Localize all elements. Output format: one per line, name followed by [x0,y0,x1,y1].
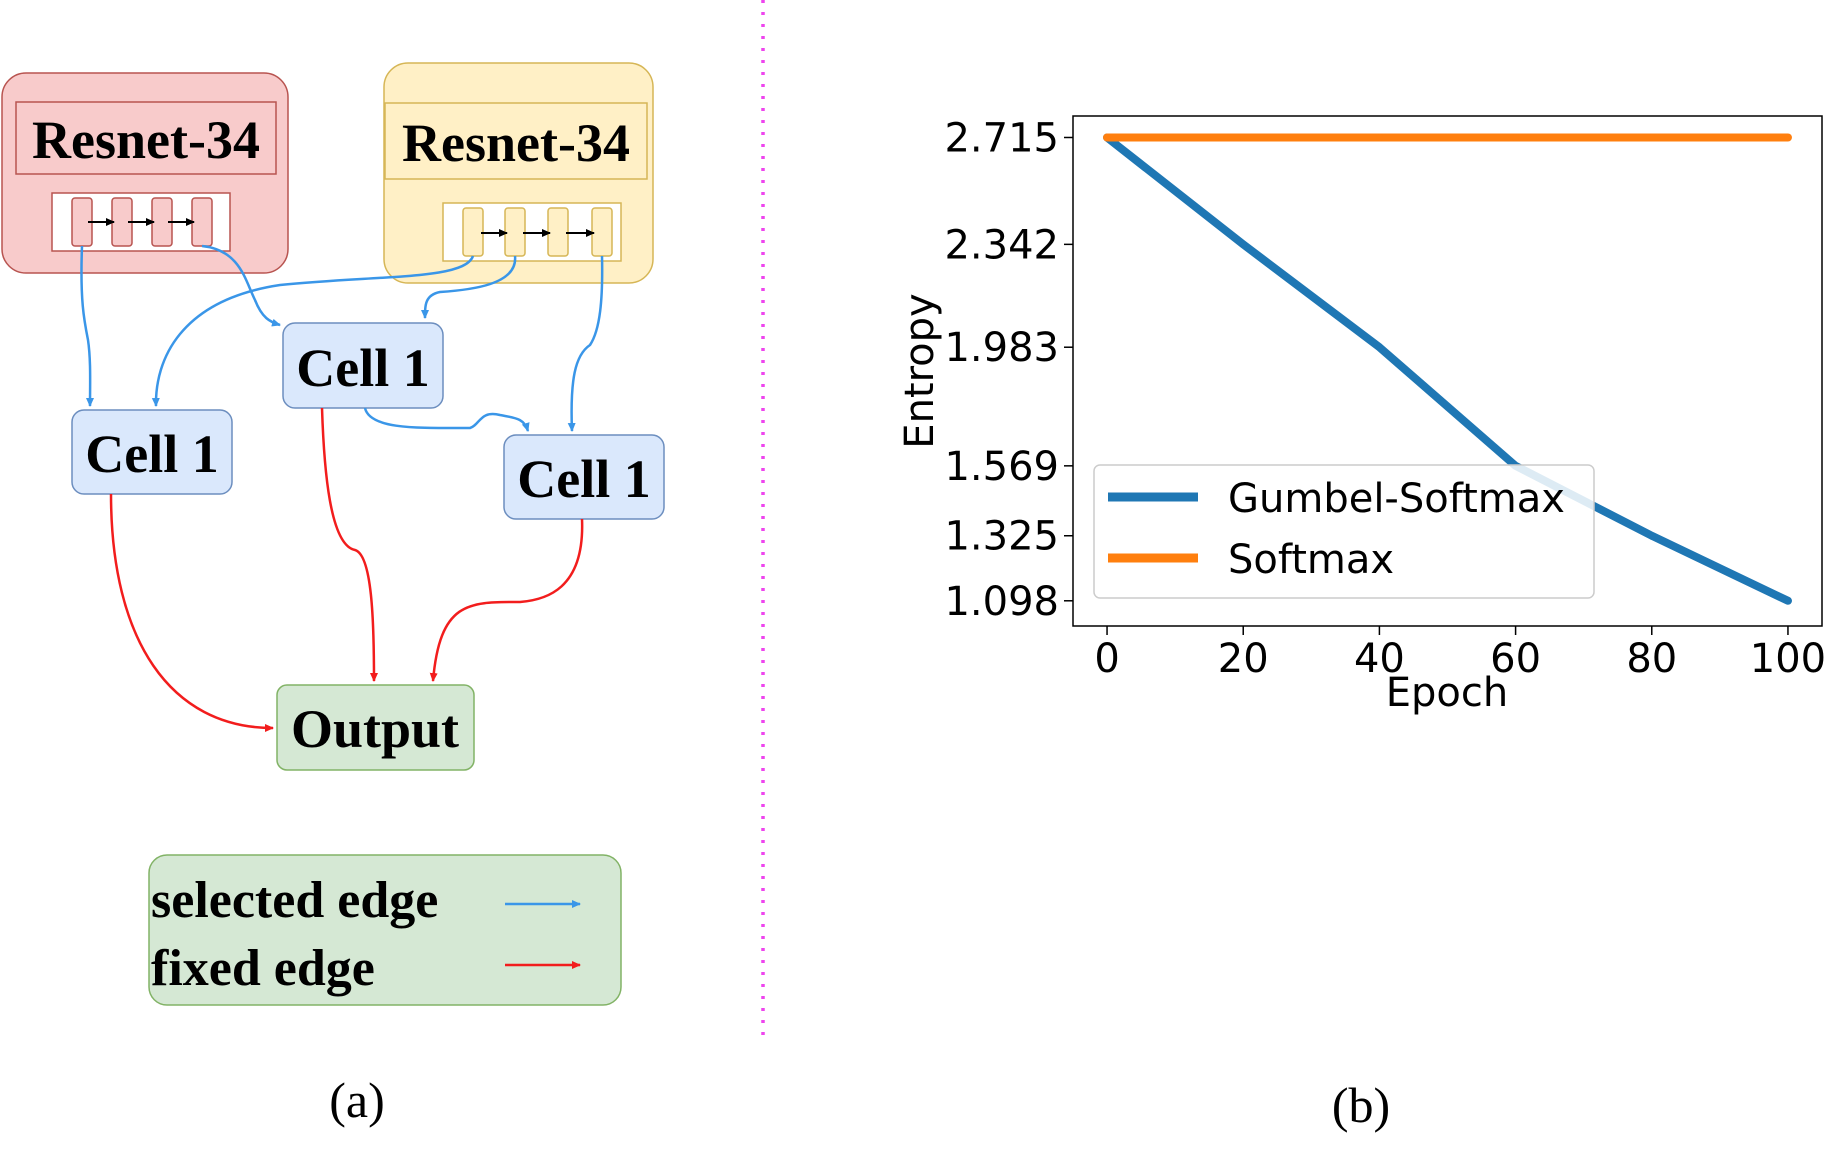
y-tick-label: 1.098 [944,579,1059,625]
resnet-right-layer-4 [591,207,613,257]
edge-resnet-left-to-cell-middle [201,244,281,327]
legend-fixed-edge-label: fixed edge [151,940,375,997]
edge-resnet-right-to-cell-right [567,255,604,432]
y-tick-label: 1.325 [944,514,1059,560]
cell-right-label: Cell 1 [517,449,650,509]
selected-edges [80,244,604,432]
edge-resnet-left-to-cell-left [80,245,95,407]
entropy-chart: 1.098 1.325 1.569 1.983 2.342 2.715 0 20 40 60 80… [897,115,1826,1133]
edge-cell-right-to-output [429,518,584,682]
output-label: Output [291,699,459,759]
data-point-softmax [1239,133,1247,141]
cell-middle-box [282,322,444,409]
x-tick-label: 40 [1354,636,1405,682]
output-box [276,684,475,771]
fixed-edges [109,407,584,732]
resnet-right-title: Resnet-34 [402,113,630,173]
data-point-softmax [1375,133,1383,141]
data-point-gumbel-softmax [1784,597,1792,605]
resnet-right-layer-3 [547,207,569,257]
y-tick-label: 1.569 [944,444,1059,490]
cell-middle-label: Cell 1 [296,338,429,398]
series-layer [1103,133,1792,605]
edge-cell-middle-to-cell-right [363,407,530,432]
chart-legend-box [1093,464,1595,599]
data-point-gumbel-softmax [1239,240,1247,248]
panel-a-label: (a) [329,1072,385,1128]
edge-resnet-right-to-cell-middle [421,255,517,319]
cell-left-box [71,409,233,495]
y-axis-label: Entropy [897,293,943,448]
edge-resnet-right-to-cell-left [151,255,475,407]
resnet-left-title: Resnet-34 [32,110,260,170]
resnet-left-layer-4 [191,197,213,247]
legend-gumbel-softmax-label: Gumbel-Softmax [1228,476,1565,522]
y-tick-label: 2.342 [944,222,1059,268]
architecture-diagram: Resnet-34 Resnet-34 Cel [1,62,665,1128]
data-point-softmax [1103,133,1111,141]
x-tick-label: 80 [1626,636,1677,682]
resnet-right-title-box [384,102,648,180]
legend-softmax-label: Softmax [1228,537,1394,583]
edge-cell-middle-to-output [320,407,378,682]
data-point-softmax [1784,133,1792,141]
resnet-left-title-box [15,101,277,175]
output-node: Output [276,684,475,771]
x-tick-label: 100 [1750,636,1826,682]
resnet-left-block: Resnet-34 [1,72,289,274]
chart-legend: Gumbel-Softmax Softmax [1093,464,1595,599]
x-tick-label: 60 [1490,636,1541,682]
y-tick-label: 2.715 [944,115,1059,161]
edge-cell-left-to-output [109,493,274,732]
resnet-right-layer-2 [504,207,526,257]
x-axis-label: Epoch [1386,670,1508,716]
edge-legend: selected edge fixed edge [148,854,622,1006]
resnet-right-layer-1 [462,207,484,257]
data-point-softmax [1512,133,1520,141]
edge-legend-box [148,854,622,1006]
plot-frame [1072,115,1823,627]
resnet-right-block: Resnet-34 [383,62,654,284]
cell-left-label: Cell 1 [85,424,218,484]
x-tick-label: 0 [1094,636,1119,682]
x-tick-label: 20 [1218,636,1269,682]
data-point-softmax [1648,133,1656,141]
x-axis-ticks: 0 20 40 60 80 100 [1094,626,1826,682]
data-point-gumbel-softmax [1375,343,1383,351]
cell-right: Cell 1 [503,434,665,520]
y-axis-ticks: 1.098 1.325 1.569 1.983 2.342 2.715 [944,115,1073,625]
data-point-gumbel-softmax [1648,532,1656,540]
panel-b-label: (b) [1332,1077,1390,1133]
cell-left: Cell 1 [71,409,233,495]
legend-selected-edge-label: selected edge [151,872,438,929]
cell-right-box [503,434,665,520]
series-line-gumbel-softmax [1103,133,1792,605]
cell-middle: Cell 1 [282,322,444,409]
y-tick-label: 1.983 [944,325,1059,371]
